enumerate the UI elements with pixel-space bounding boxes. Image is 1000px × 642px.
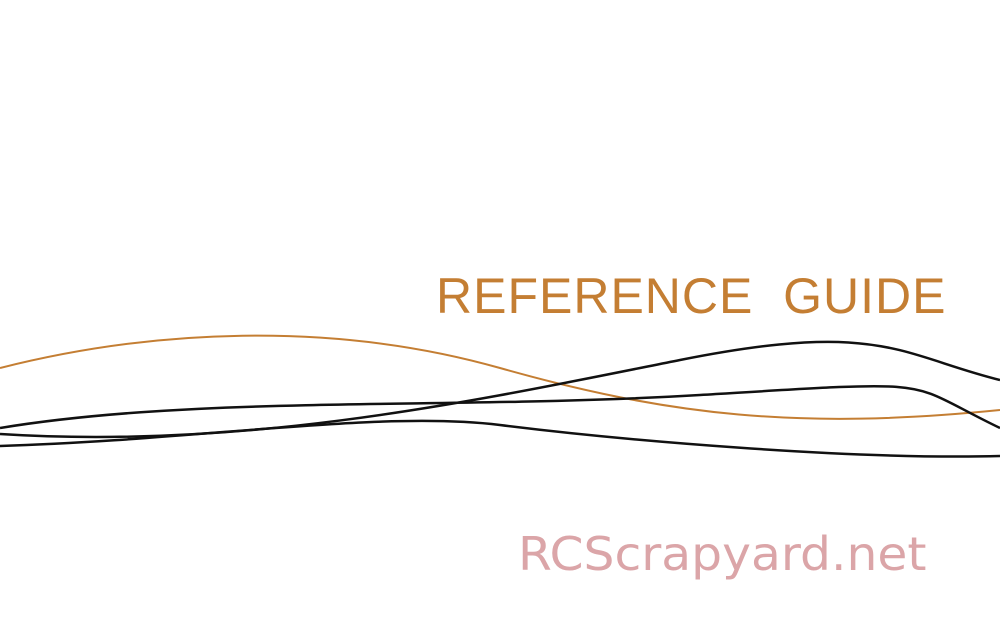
wave-line-3 [0, 419, 1000, 458]
page-title: REFERENCE GUIDE [436, 268, 947, 324]
wave-line-1 [0, 384, 1000, 430]
wave-line-accent [0, 334, 1000, 420]
wave-line-2 [0, 340, 1000, 439]
watermark-text: RCScrapyard.net [518, 527, 927, 581]
